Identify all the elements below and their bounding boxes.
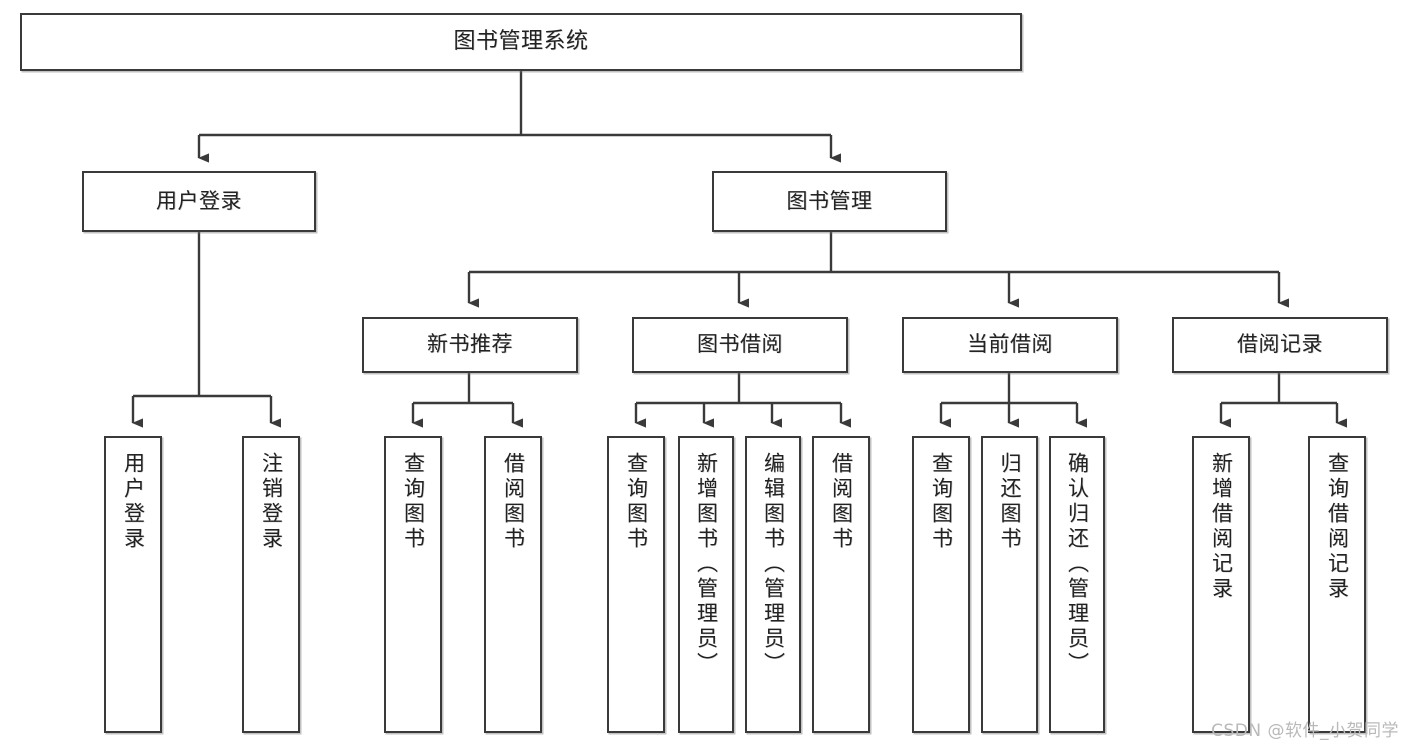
node-label: 图书管理 [786,188,873,213]
node-label: 查询借阅记录 [1325,452,1350,602]
node-root-system[interactable]: 图书管理系统 [20,13,1022,71]
node-book-borrow[interactable]: 图书借阅 [632,317,848,373]
node-label: 归还图书 [997,452,1022,552]
node-label: 用户登录 [156,188,242,213]
node-label: 图书借阅 [697,332,783,357]
leaf-add-book-admin[interactable]: 新增图书（管理员） [678,436,734,733]
leaf-query-borrow-record[interactable]: 查询借阅记录 [1308,436,1366,733]
watermark: CSDN @软件_小贺同学 [1211,721,1399,741]
leaf-add-borrow-record[interactable]: 新增借阅记录 [1192,436,1250,733]
node-label: 新增借阅记录 [1209,452,1234,602]
node-label: 查询图书 [624,452,649,552]
leaf-confirm-return-admin[interactable]: 确认归还（管理员） [1049,436,1105,733]
node-label: 图书管理系统 [453,28,589,54]
node-new-book-recommend[interactable]: 新书推荐 [362,317,578,373]
node-label: 注销登录 [259,452,284,552]
node-label: 编辑图书（管理员） [761,452,786,677]
leaf-edit-book-admin[interactable]: 编辑图书（管理员） [745,436,801,733]
leaf-logout[interactable]: 注销登录 [242,436,300,733]
leaf-user-login[interactable]: 用户登录 [104,436,162,733]
leaf-return-book[interactable]: 归还图书 [981,436,1038,733]
node-label: 查询图书 [401,452,426,552]
node-label: 借阅记录 [1237,332,1323,357]
node-label: 借阅图书 [501,452,526,552]
node-label: 借阅图书 [829,452,854,552]
node-label: 新增图书（管理员） [694,452,719,677]
node-label: 新书推荐 [427,332,513,357]
node-user-login[interactable]: 用户登录 [82,171,316,232]
node-label: 用户登录 [121,452,146,552]
node-label: 查询图书 [929,452,954,552]
node-current-borrow[interactable]: 当前借阅 [902,317,1118,373]
node-label: 确认归还（管理员） [1065,452,1090,677]
node-book-management[interactable]: 图书管理 [712,171,947,232]
leaf-query-book-borrow[interactable]: 查询图书 [607,436,665,733]
node-label: 当前借阅 [967,332,1053,357]
leaf-borrow-book[interactable]: 借阅图书 [812,436,870,733]
node-borrow-record[interactable]: 借阅记录 [1172,317,1388,373]
leaf-query-book-recommend[interactable]: 查询图书 [384,436,442,733]
leaf-query-book-current[interactable]: 查询图书 [912,436,970,733]
leaf-borrow-book-recommend[interactable]: 借阅图书 [484,436,542,733]
